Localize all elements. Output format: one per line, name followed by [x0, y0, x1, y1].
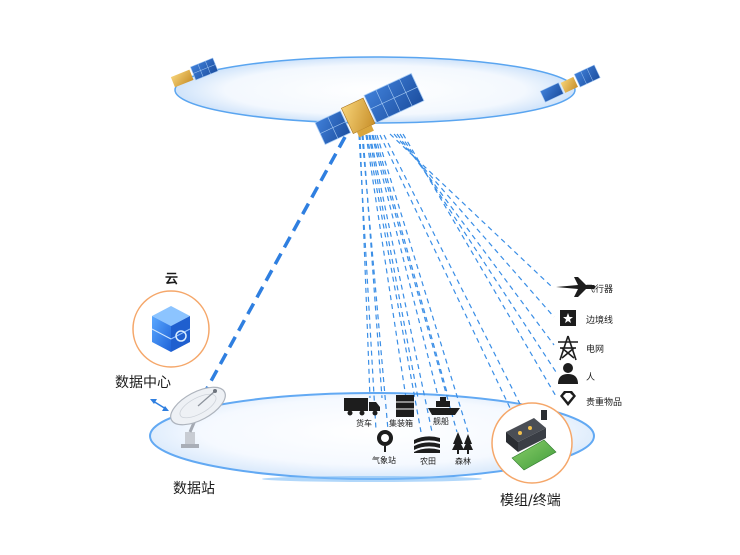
forest-icon: [452, 432, 473, 454]
truck-icon: [344, 398, 380, 416]
beam-bundle: [358, 133, 558, 433]
weather-station-label: 气象站: [372, 456, 396, 465]
satellite-right: [539, 64, 601, 103]
ground-glow: [262, 476, 482, 482]
border-label: 边境线: [586, 316, 614, 326]
ship-label: 舰船: [433, 417, 449, 426]
truck-label: 货车: [356, 419, 372, 428]
airplane-label: 飞行器: [586, 285, 614, 295]
module-label: 模组/终端: [500, 493, 561, 509]
power-grid-label: 电网: [586, 345, 605, 355]
forest-label: 森林: [455, 457, 471, 466]
power-tower-icon: [558, 335, 578, 361]
valuables-label: 贵重物品: [586, 398, 623, 408]
satellite-dish-icon: [170, 386, 226, 448]
satellite-left: [170, 57, 219, 88]
beam-to-station: [203, 136, 347, 393]
farmland-label: 农田: [420, 457, 436, 466]
ship-icon: [428, 397, 460, 415]
weather-station-icon: [377, 430, 393, 452]
airplane-icon: [556, 277, 596, 297]
container-label: 集装箱: [389, 419, 413, 428]
datacenter-label: 数据中心: [115, 375, 171, 391]
module-terminal-icon: [491, 402, 573, 484]
farmland-icon: [414, 436, 440, 453]
cloud-title: 云: [165, 272, 179, 287]
diamond-icon: [560, 391, 576, 406]
person-label: 人: [586, 373, 596, 383]
container-icon: [396, 395, 414, 417]
satellite-main: [314, 72, 425, 146]
person-icon: [558, 363, 578, 384]
bidirectional-arrow-icon: [150, 399, 169, 411]
cloud-datacenter-icon: [132, 290, 210, 368]
ground-station-label: 数据站: [173, 481, 215, 497]
border-icon: [560, 310, 576, 326]
